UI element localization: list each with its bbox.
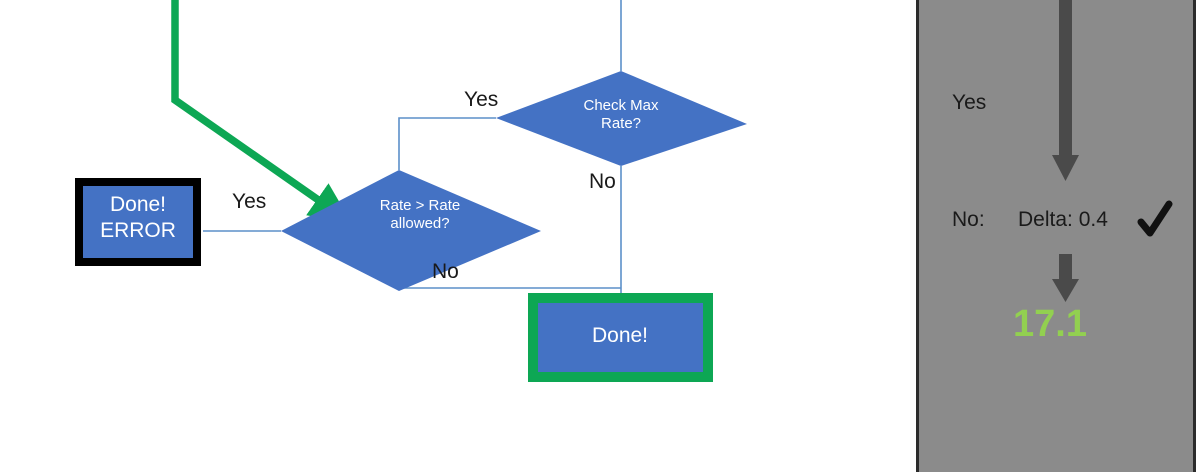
down-arrow-long-icon — [1052, 0, 1079, 181]
down-arrow-short-icon — [1052, 254, 1079, 302]
diamond-rate-greater-than-allowed[interactable] — [281, 170, 541, 291]
node-done-error[interactable] — [83, 186, 193, 258]
check-mark-icon — [1137, 200, 1173, 237]
connector-max-yes-to-rate-check — [398, 117, 496, 170]
node-done[interactable] — [538, 303, 703, 372]
panel-vector-layer — [1052, 0, 1173, 302]
evaluation-panel: Yes No: Delta: 0.4 17.1 — [916, 0, 1196, 472]
diamond-check-max-rate[interactable] — [496, 71, 747, 166]
highlighted-green-path — [171, 0, 352, 224]
